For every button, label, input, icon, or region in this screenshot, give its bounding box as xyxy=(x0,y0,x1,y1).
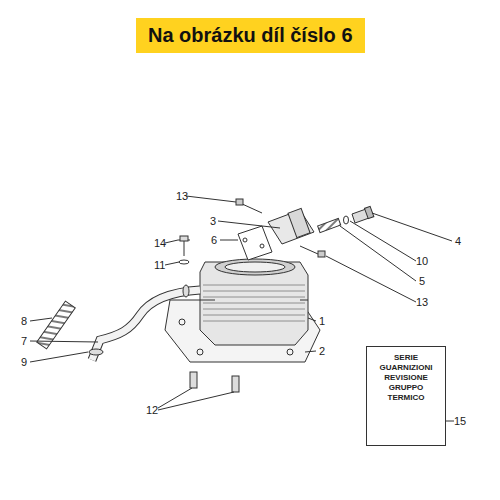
callout-number: 8 xyxy=(21,315,27,327)
callout-number: 11 xyxy=(154,259,165,271)
callout-number: 7 xyxy=(21,335,27,347)
callout-number: 13 xyxy=(416,296,428,308)
kit-box: SERIE GUARNIZIONI REVISIONE GRUPPO TERMI… xyxy=(366,346,446,446)
callout-number: 13 xyxy=(176,190,188,202)
callout-number: 3 xyxy=(210,215,216,227)
callout-number: 14 xyxy=(154,237,166,249)
callout-number: 12 xyxy=(146,404,158,416)
callout-number: 15 xyxy=(454,415,466,427)
callout-number: 4 xyxy=(455,235,461,247)
callout-number: 1 xyxy=(319,315,325,327)
node-text: Na obrázku díl číslo 6 xyxy=(148,24,353,47)
callout-number: 9 xyxy=(21,356,27,368)
callout-number: 6 xyxy=(211,234,217,246)
callout-number: 5 xyxy=(419,275,425,287)
callout-number: 2 xyxy=(319,345,325,357)
title-banner: Na obrázku díl číslo 6 xyxy=(136,18,365,53)
node-text: SERIE GUARNIZIONI REVISIONE GRUPPO TERMI… xyxy=(375,353,437,403)
callout-number: 10 xyxy=(416,255,428,267)
